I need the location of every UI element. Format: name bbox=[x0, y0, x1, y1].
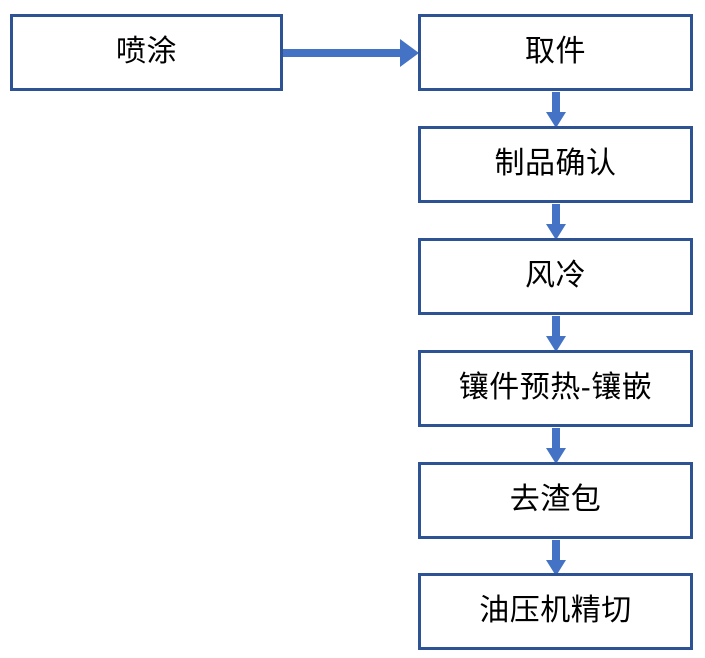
flow-node-label: 取件 bbox=[525, 35, 586, 69]
connector-arrow-air-cooling-to-insert-preheat bbox=[536, 316, 576, 352]
connector-arrow-pickup-to-product-check bbox=[536, 92, 576, 128]
connector-arrow-insert-preheat-to-deburr bbox=[536, 428, 576, 464]
flow-node-pickup[interactable]: 取件 bbox=[418, 14, 693, 91]
flow-node-label: 镶件预热-镶嵌 bbox=[458, 371, 653, 405]
flow-node-spray[interactable]: 喷涂 bbox=[10, 14, 283, 91]
connector-arrow-deburr-to-hydraulic-trim bbox=[536, 540, 576, 576]
flow-node-label: 制品确认 bbox=[494, 147, 617, 181]
flow-node-deburr[interactable]: 去渣包 bbox=[418, 462, 693, 539]
connector-arrow-spray-to-pickup bbox=[283, 35, 419, 71]
connector-arrow-product-check-to-air-cooling bbox=[536, 204, 576, 240]
flow-node-label: 喷涂 bbox=[116, 35, 177, 69]
flow-node-insert-preheat[interactable]: 镶件预热-镶嵌 bbox=[418, 350, 693, 427]
flow-node-label: 去渣包 bbox=[509, 483, 602, 517]
flow-node-product-check[interactable]: 制品确认 bbox=[418, 126, 693, 203]
flow-node-label: 风冷 bbox=[525, 259, 586, 293]
flow-node-hydraulic-trim[interactable]: 油压机精切 bbox=[418, 573, 693, 650]
flow-node-label: 油压机精切 bbox=[479, 594, 632, 628]
flow-node-air-cooling[interactable]: 风冷 bbox=[418, 238, 693, 315]
